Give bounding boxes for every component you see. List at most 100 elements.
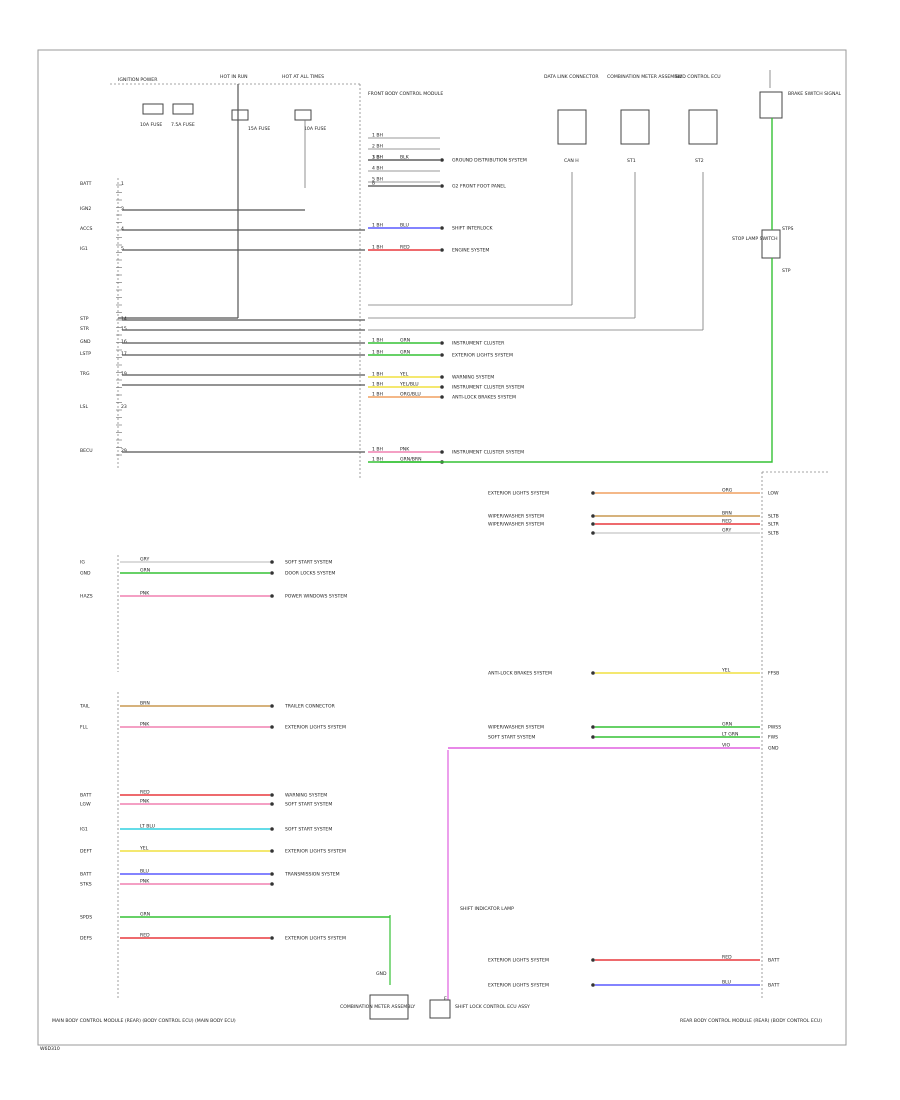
main-bcm-output-code: 1 BH xyxy=(372,223,383,229)
left-block-system: SOFT START SYSTEM xyxy=(285,827,332,833)
left-block-pin xyxy=(270,849,274,853)
main-bcm-pin-label: ACCS xyxy=(80,226,92,232)
main-bcm-pin-label: BATT xyxy=(80,181,92,187)
green-brake-signal-wire xyxy=(380,118,773,463)
left-block-pin xyxy=(270,936,274,940)
main-bcm-output-color: YEL xyxy=(399,372,409,378)
left-block-pin-label: GND xyxy=(80,571,91,577)
relay-label-2: STP xyxy=(782,268,791,274)
left-block-color: GRN xyxy=(140,568,150,574)
left-block-color: PNK xyxy=(140,591,150,597)
main-bcm-output-system: WARNING SYSTEM xyxy=(452,375,494,381)
right-bcm-pin xyxy=(591,514,595,518)
right-bcm-pin-label: PWSS xyxy=(768,725,781,731)
main-bcm-connector-code: 3 BH xyxy=(372,155,383,161)
right-bcm-system: EXTERIOR LIGHTS SYSTEM xyxy=(488,983,549,989)
left-block-color: RED xyxy=(140,933,150,939)
combination-meter-box xyxy=(369,994,409,1020)
main-bcm-output-pin xyxy=(440,226,444,230)
right-bcm-color: BLU xyxy=(722,980,731,986)
left-block-pin xyxy=(270,704,274,708)
right-bcm-color: GRY xyxy=(722,528,731,534)
left-block-color: LT BLU xyxy=(140,824,155,830)
right-bcm-color: ORG xyxy=(722,488,733,494)
fuse-c xyxy=(231,109,249,121)
left-block-pin-label: TAIL xyxy=(79,704,90,710)
left-block-pin-label: BATT xyxy=(80,872,92,878)
right-bcm-pin-label: FWS xyxy=(768,735,778,741)
shift-indicator-label: SHIFT INDICATOR LAMP xyxy=(460,906,514,912)
main-bcm-output-code: 1 BH xyxy=(372,350,383,356)
left-block-color: BRN xyxy=(140,701,150,707)
left-block-color: PNK xyxy=(140,722,150,728)
left-block-pin xyxy=(270,725,274,729)
right-bcm-pin-label: LOW xyxy=(768,491,779,497)
main-bcm-pin-label: LSTP xyxy=(80,351,91,357)
right-bcm-color: VIO xyxy=(722,743,730,749)
main-bcm-output-pin xyxy=(440,375,444,379)
left-block-color: RED xyxy=(140,790,150,796)
fuse-group: 10A FUSE 7.5A FUSE 15A FUSE 10A FUSE xyxy=(140,103,326,132)
main-bcm-output-system: INSTRUMENT CLUSTER SYSTEM xyxy=(452,450,524,456)
right-bcm-pin xyxy=(591,983,595,987)
top-label-hot-all: HOT AT ALL TIMES xyxy=(282,74,324,80)
main-bcm-output-color: PNK xyxy=(400,447,410,453)
left-block-pin-label: LGW xyxy=(80,802,91,808)
main-bcm-pin-number: 16 xyxy=(121,339,127,345)
main-bcm-output-pin xyxy=(440,341,444,345)
right-bcm-pin-label: GND xyxy=(768,746,779,752)
right-bcm-pin xyxy=(591,531,595,535)
footer-code: W6D310 xyxy=(40,1046,60,1052)
right-bcm-color: RED xyxy=(722,955,732,961)
left-block-color: PNK xyxy=(140,799,150,805)
shift-lock-ecu-label: SHIFT LOCK CONTROL ECU ASSY xyxy=(455,1004,530,1010)
right-bcm-pin-label: BATT xyxy=(768,958,780,964)
main-bcm-pin-label: IGN2 xyxy=(80,206,91,212)
main-bcm-output-code: 1 BH xyxy=(372,245,383,251)
right-bcm-pin-label: SLTR xyxy=(768,522,780,528)
shift-lock-ecu-pin: E xyxy=(444,996,447,1002)
main-bcm-output-system: ANTI-LOCK BRAKES SYSTEM xyxy=(452,395,516,401)
fuse-d xyxy=(294,109,312,121)
right-bcm-color: RED xyxy=(722,519,732,525)
fuse-b xyxy=(172,103,194,115)
main-bcm-pin-label: GND xyxy=(80,339,91,345)
main-bcm-pin-label: TRG xyxy=(79,371,90,377)
right-bcm-pin-label: SLTB xyxy=(768,531,779,537)
left-block-system: TRAILER CONNECTOR xyxy=(284,704,336,710)
top-component-title: DATA LINK CONNECTOR xyxy=(544,74,599,80)
right-bcm-pin-label: SLTB xyxy=(768,514,779,520)
main-bcm-output-color: GRN/BRN xyxy=(400,457,422,463)
left-block-system: TRANSMISSION SYSTEM xyxy=(284,872,340,878)
main-bcm-output-pin xyxy=(440,248,444,252)
main-bcm-title: FRONT BODY CONTROL MODULE xyxy=(368,91,443,97)
main-bcm-output-system: EXTERIOR LIGHTS SYSTEM xyxy=(452,353,513,359)
left-block-pin-label: FLL xyxy=(80,725,88,731)
right-bcm-pin xyxy=(591,491,595,495)
main-bcm-output-pin xyxy=(440,353,444,357)
left-block-pin xyxy=(270,594,274,598)
left-block-pin xyxy=(270,571,274,575)
main-bcm-output-system: ENGINE SYSTEM xyxy=(452,248,489,254)
main-bcm-output-color: RED xyxy=(400,245,410,251)
left-block-pin-label: IG1 xyxy=(80,827,88,833)
left-block-pin-label: STKS xyxy=(80,882,92,888)
main-bcm-output-pin xyxy=(440,395,444,399)
main-bcm-pin-number: 14 xyxy=(121,316,127,322)
main-bcm-pin-label: IG1 xyxy=(80,246,88,252)
main-bcm-output-code: 1 BH xyxy=(372,392,383,398)
combination-meter-label: COMBINATION METER ASSEMBLY xyxy=(340,1004,415,1010)
right-bcm-color: LT GRN xyxy=(722,732,738,738)
left-block-pin xyxy=(270,793,274,797)
top-component-title: COMBINATION METER ASSEMBLY xyxy=(607,74,682,80)
fuse-a xyxy=(142,103,164,115)
main-bcm-pin-number: 19 xyxy=(121,371,127,377)
main-bcm-pin-number: 3 xyxy=(121,206,124,212)
main-bcm-output-system: INSTRUMENT CLUSTER xyxy=(452,341,505,347)
right-bcm-system: WIPER/WASHER SYSTEM xyxy=(488,522,544,528)
